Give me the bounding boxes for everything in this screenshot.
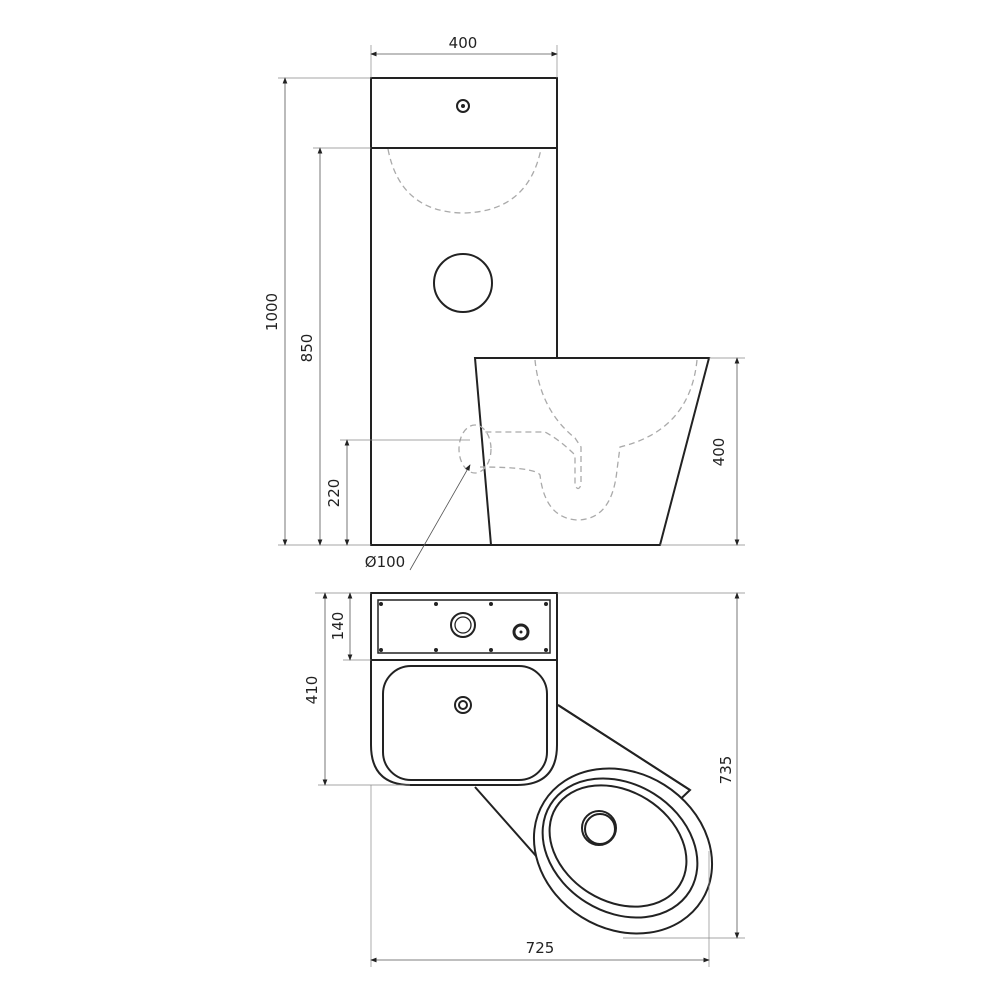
width-label: 400	[449, 34, 478, 52]
basin-bowl	[382, 665, 548, 781]
basin-depth-label: 410	[303, 676, 321, 705]
column-body	[370, 77, 558, 546]
bowl-drain-icon	[581, 810, 617, 846]
tap-center	[461, 104, 465, 108]
total-height-label: 1000	[263, 293, 281, 331]
hidden-bowl	[479, 359, 698, 521]
tap-icon	[456, 99, 470, 113]
basin-drain-icon	[454, 696, 472, 714]
bowl-height-label: 400	[710, 438, 728, 467]
basin-outline	[370, 659, 558, 786]
front-view	[370, 77, 711, 546]
total-width-label: 725	[526, 939, 555, 957]
basin-height-label: 850	[298, 334, 316, 363]
top-view	[370, 592, 714, 935]
hidden-basin	[387, 148, 542, 214]
lid-screws	[379, 602, 548, 652]
hidden-trap	[483, 359, 582, 490]
flush-button-icon	[433, 253, 493, 313]
flush-button-top-icon	[450, 612, 476, 638]
outlet-leader-line	[409, 464, 471, 571]
total-depth-label: 735	[717, 756, 735, 785]
tank-top	[370, 592, 558, 661]
tank-depth-label: 140	[329, 612, 347, 641]
hidden-outlet	[458, 424, 492, 474]
front-dimensions: 400 1000 850 220 400 Ø100	[263, 34, 745, 571]
outlet-height-label: 220	[325, 479, 343, 508]
tap-top-icon	[512, 623, 530, 641]
outlet-diameter-label: Ø100	[365, 553, 405, 571]
bowl-inner-rim	[548, 784, 688, 908]
top-dimensions: 140 410 735 725	[303, 592, 745, 967]
bowl-outer-rim	[532, 767, 714, 935]
tank-lid	[377, 599, 551, 654]
bowl-seat-rim	[541, 777, 699, 919]
